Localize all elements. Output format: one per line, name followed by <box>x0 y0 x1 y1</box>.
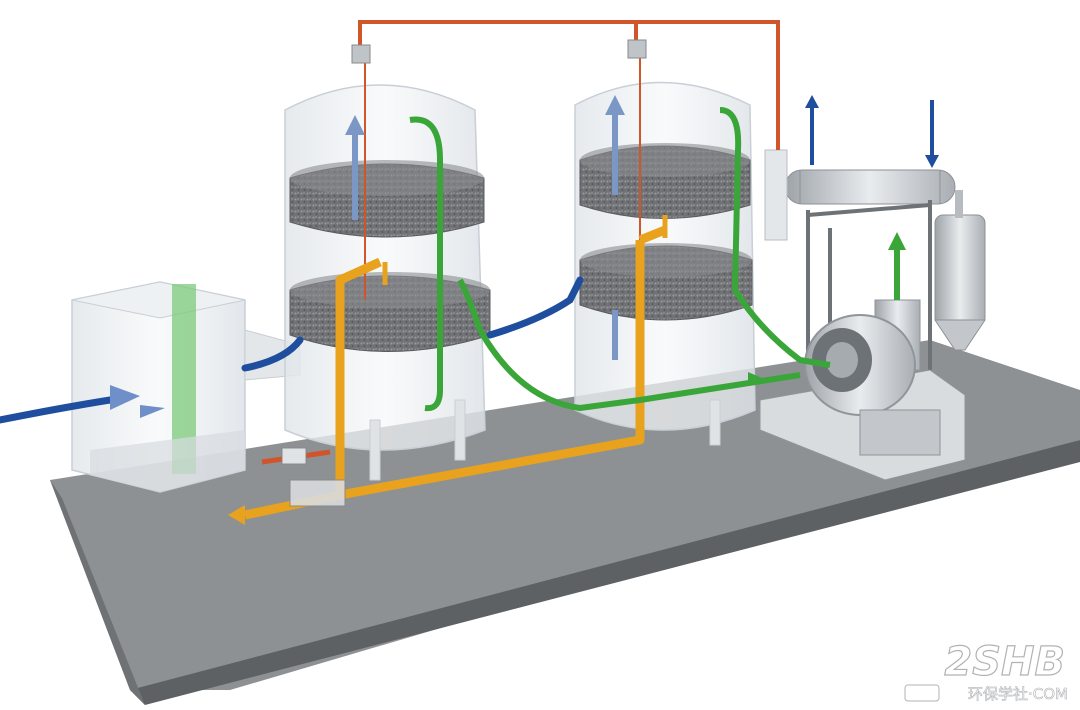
separator-tank <box>934 190 986 351</box>
vent-arrows <box>810 100 934 165</box>
arrow-icon <box>110 385 140 410</box>
arrow-up-icon <box>805 95 819 108</box>
watermark-tagline: 环保学社·COM <box>968 685 1068 703</box>
arrow-down-icon <box>925 155 939 168</box>
seal-logo-icon <box>904 684 940 702</box>
valve-icon <box>627 39 647 59</box>
desorption-gas-pipe <box>409 107 900 412</box>
arrow-icon <box>140 405 165 418</box>
arrow-up-icon <box>605 95 625 115</box>
clean-gas-arrows <box>352 110 618 360</box>
waste-gas-pipe <box>0 276 584 424</box>
watermark: 2SHB 环保学社·COM <box>904 638 1068 703</box>
steam-valve-icon <box>289 479 346 507</box>
arrow-icon <box>228 505 245 525</box>
arrow-up-icon <box>345 115 365 135</box>
watermark-brand: 2SHB <box>944 639 1065 685</box>
valve-icon <box>351 44 371 64</box>
arrow-up-icon <box>888 232 906 250</box>
adsorber-tower-right <box>574 81 756 446</box>
condenser <box>764 149 956 241</box>
centrifugal-fan <box>759 299 966 481</box>
valve-icon <box>281 447 307 465</box>
arrow-icon <box>748 372 762 384</box>
